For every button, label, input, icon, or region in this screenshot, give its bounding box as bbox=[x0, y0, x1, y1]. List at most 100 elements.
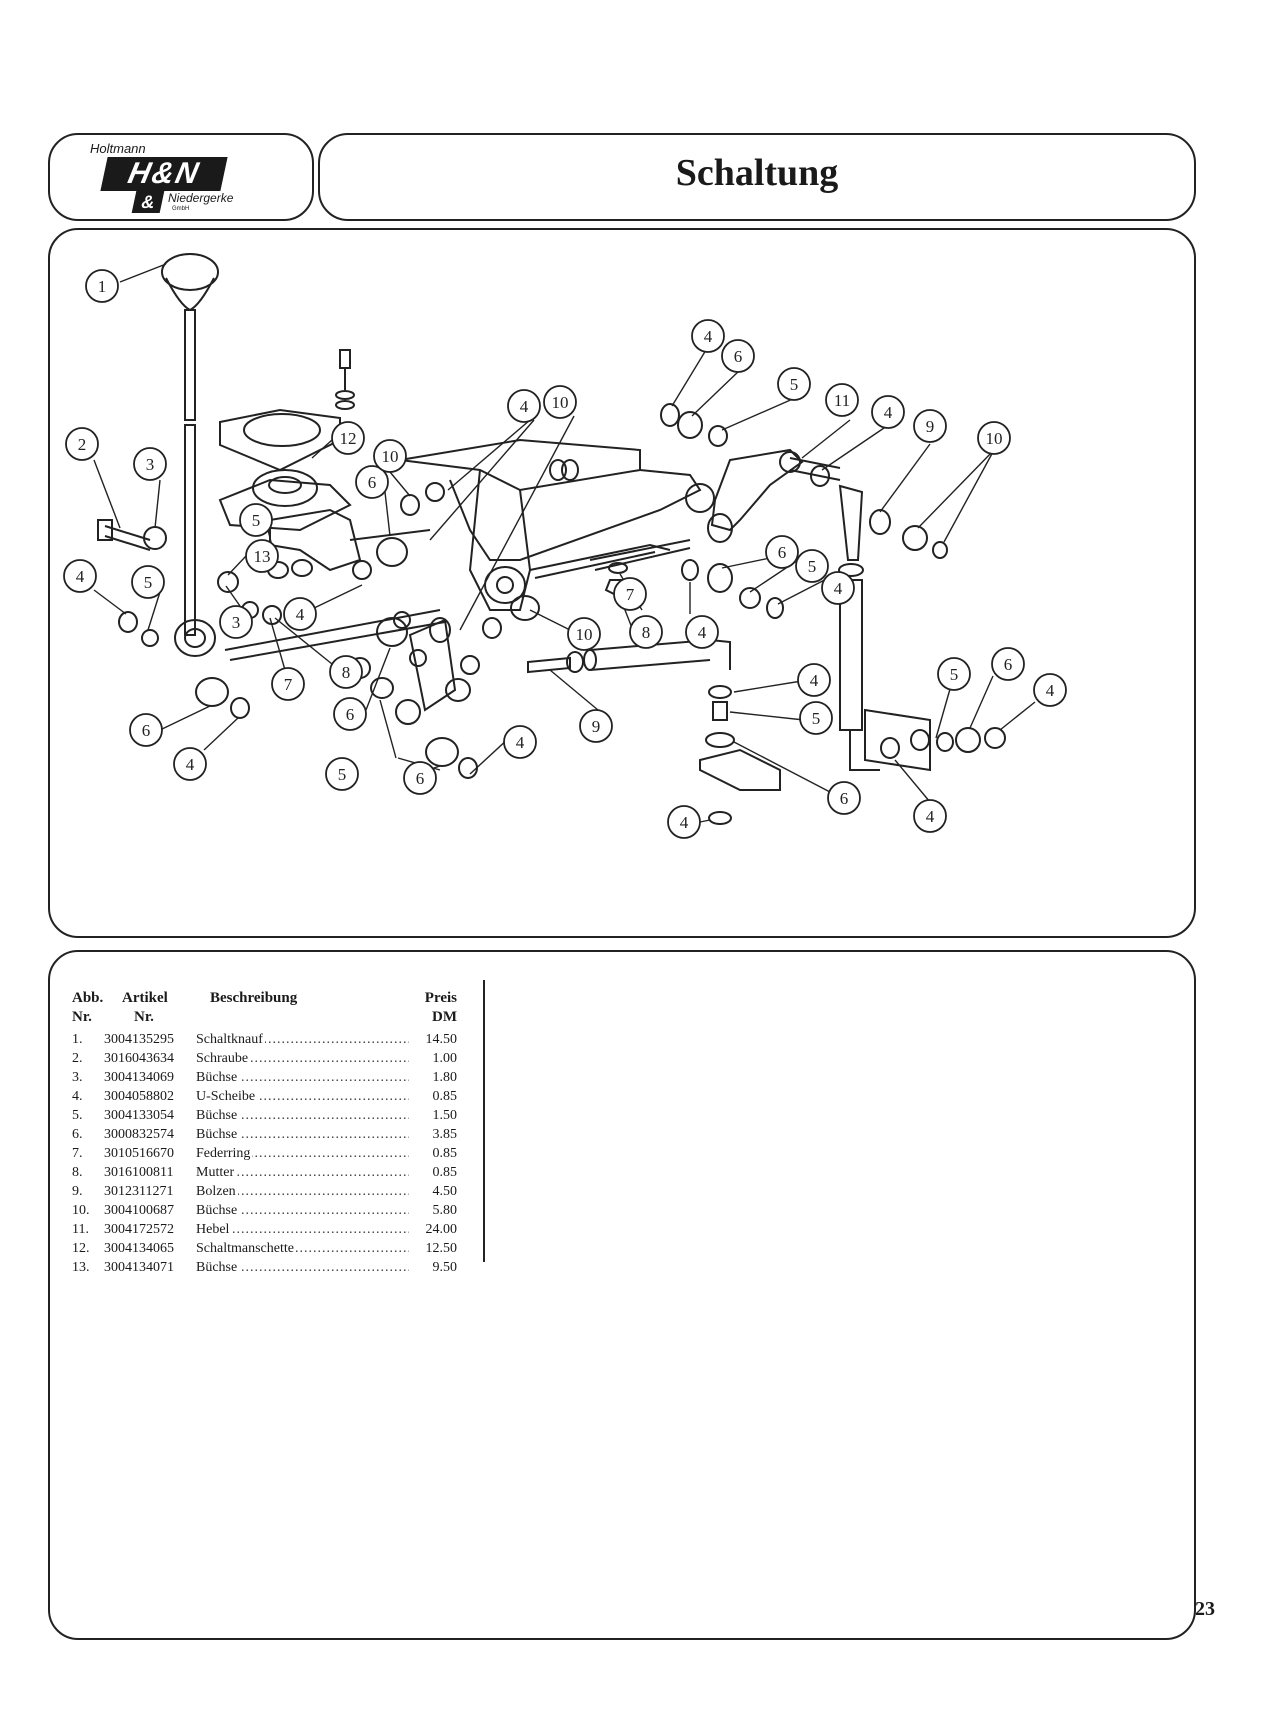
title-box: Schaltung bbox=[318, 133, 1196, 221]
part-description: Schaltknauf bbox=[196, 1030, 409, 1049]
callout-4: 4 bbox=[667, 805, 701, 839]
callout-5: 5 bbox=[131, 565, 165, 599]
callout-5: 5 bbox=[799, 701, 833, 735]
svg-text:4: 4 bbox=[1046, 681, 1055, 700]
part-description: U-Scheibe bbox=[196, 1087, 409, 1106]
svg-text:4: 4 bbox=[810, 671, 819, 690]
callout-10: 10 bbox=[373, 439, 407, 473]
callout-6: 6 bbox=[827, 781, 861, 815]
part-description: Büchse bbox=[196, 1106, 409, 1125]
callout-2: 2 bbox=[65, 427, 99, 461]
svg-text:3: 3 bbox=[232, 613, 241, 632]
svg-text:4: 4 bbox=[680, 813, 689, 832]
article-number: 3000832574 bbox=[104, 1127, 174, 1142]
svg-text:6: 6 bbox=[346, 705, 355, 724]
parts-list-box: Abb. Nr. Artikel Nr. Beschreibung Preis … bbox=[48, 950, 1196, 1640]
callout-4: 4 bbox=[1033, 673, 1067, 707]
svg-text:5: 5 bbox=[144, 573, 153, 592]
svg-text:4: 4 bbox=[516, 733, 525, 752]
callout-6: 6 bbox=[765, 535, 799, 569]
part-description: Bolzen bbox=[196, 1182, 409, 1201]
svg-text:3: 3 bbox=[146, 455, 155, 474]
callout-3: 3 bbox=[133, 447, 167, 481]
shift-knob-drawing bbox=[161, 253, 219, 291]
table-row: 9.3012311271Bolzen4.50 bbox=[72, 1182, 457, 1201]
part-number: 11. bbox=[72, 1222, 89, 1237]
svg-text:7: 7 bbox=[284, 675, 293, 694]
callout-10: 10 bbox=[567, 617, 601, 651]
article-number: 3004134069 bbox=[104, 1070, 174, 1085]
svg-text:4: 4 bbox=[698, 623, 707, 642]
svg-text:4: 4 bbox=[76, 567, 85, 586]
header-abb: Abb. bbox=[72, 990, 104, 1006]
part-price: 1.80 bbox=[409, 1068, 457, 1087]
logo-holtmann: Holtmann bbox=[90, 141, 146, 156]
callout-4: 4 bbox=[503, 725, 537, 759]
part-description: Mutter bbox=[196, 1163, 409, 1182]
part-number: 10. bbox=[72, 1203, 90, 1218]
callout-6: 6 bbox=[403, 761, 437, 795]
table-row: 10.3004100687Büchse5.80 bbox=[72, 1201, 457, 1220]
article-number: 3004134071 bbox=[104, 1260, 174, 1275]
part-price: 3.85 bbox=[409, 1125, 457, 1144]
header-preis: Preis bbox=[424, 990, 457, 1006]
header-nr-abb: Nr. bbox=[72, 1009, 92, 1025]
logo-hn-mark: H&N bbox=[100, 157, 228, 191]
svg-text:6: 6 bbox=[734, 347, 743, 366]
svg-text:10: 10 bbox=[382, 447, 399, 466]
table-row: 3.3004134069Büchse1.80 bbox=[72, 1068, 457, 1087]
svg-text:9: 9 bbox=[926, 417, 935, 436]
callout-1: 1 bbox=[85, 269, 119, 303]
part-price: 5.80 bbox=[409, 1201, 457, 1220]
part-number: 2. bbox=[72, 1051, 83, 1066]
svg-text:6: 6 bbox=[416, 769, 425, 788]
svg-text:12: 12 bbox=[340, 429, 357, 448]
svg-text:4: 4 bbox=[520, 397, 529, 416]
article-number: 3004172572 bbox=[104, 1222, 174, 1237]
svg-text:13: 13 bbox=[254, 547, 271, 566]
svg-text:8: 8 bbox=[642, 623, 651, 642]
article-number: 3010516670 bbox=[104, 1146, 174, 1161]
article-number: 3012311271 bbox=[104, 1184, 174, 1199]
table-row: 5.3004133054Büchse1.50 bbox=[72, 1106, 457, 1125]
svg-text:5: 5 bbox=[812, 709, 821, 728]
part-number: 6. bbox=[72, 1127, 83, 1142]
callout-6: 6 bbox=[333, 697, 367, 731]
callout-8: 8 bbox=[629, 615, 663, 649]
header-nr-artikel: Nr. bbox=[134, 1009, 154, 1025]
callout-13: 13 bbox=[245, 539, 279, 573]
callout-5: 5 bbox=[325, 757, 359, 791]
callout-10: 10 bbox=[977, 421, 1011, 455]
svg-text:6: 6 bbox=[368, 473, 377, 492]
exploded-diagram: 1 2 3 4 5 13 5 3 7 8 4 6 10 12 6 4 6 5 6… bbox=[48, 228, 1196, 938]
callout-4: 4 bbox=[63, 559, 97, 593]
callout-4: 4 bbox=[871, 395, 905, 429]
callout-4: 4 bbox=[913, 799, 947, 833]
page-number: 23 bbox=[1195, 1598, 1215, 1620]
svg-text:6: 6 bbox=[840, 789, 849, 808]
header-beschreibung: Beschreibung bbox=[210, 990, 298, 1006]
callout-12: 12 bbox=[331, 421, 365, 455]
svg-text:7: 7 bbox=[626, 585, 635, 604]
callout-4: 4 bbox=[797, 663, 831, 697]
page-title: Schaltung bbox=[675, 152, 839, 194]
part-price: 0.85 bbox=[409, 1144, 457, 1163]
callout-6: 6 bbox=[129, 713, 163, 747]
table-row: 11.3004172572Hebel24.00 bbox=[72, 1220, 457, 1239]
part-description: Hebel bbox=[196, 1220, 409, 1239]
callout-5: 5 bbox=[795, 549, 829, 583]
callout-10: 10 bbox=[543, 385, 577, 419]
callout-6: 6 bbox=[721, 339, 755, 373]
svg-text:6: 6 bbox=[142, 721, 151, 740]
part-description: Büchse bbox=[196, 1068, 409, 1087]
svg-text:4: 4 bbox=[926, 807, 935, 826]
part-number: 13. bbox=[72, 1260, 90, 1275]
svg-text:6: 6 bbox=[778, 543, 787, 562]
article-number: 3004134065 bbox=[104, 1241, 174, 1256]
svg-text:6: 6 bbox=[1004, 655, 1013, 674]
callout-6: 6 bbox=[991, 647, 1025, 681]
logo-gmbh: GmbH bbox=[172, 206, 190, 212]
part-description: Büchse bbox=[196, 1258, 409, 1277]
table-row: 7.3010516670Federring0.85 bbox=[72, 1144, 457, 1163]
callout-9: 9 bbox=[913, 409, 947, 443]
